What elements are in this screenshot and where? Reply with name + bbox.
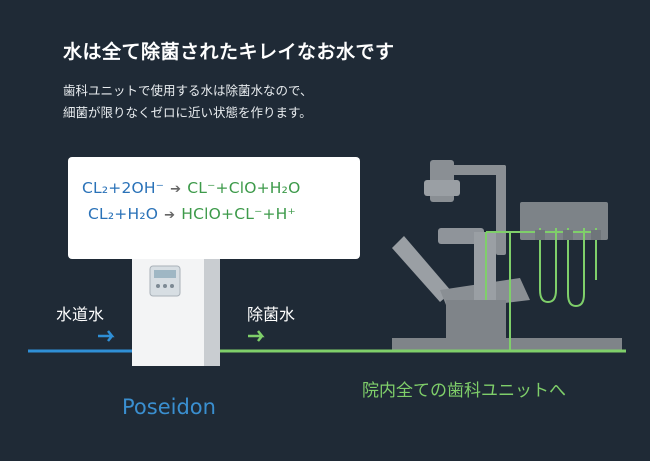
formula-2-arrow-icon: ➔	[164, 208, 176, 223]
formula-2-reactants: CL₂+H₂O	[88, 205, 159, 223]
treated-water-label: 除菌水	[247, 305, 296, 324]
poseidon-device	[132, 240, 220, 366]
treated-water-arrow-icon	[248, 330, 265, 342]
description-line-1: 歯科ユニットで使用する水は除菌水なので、	[63, 83, 313, 98]
description: 歯科ユニットで使用する水は除菌水なので、 細菌が限りなくゼロに近い状態を作ります…	[63, 80, 313, 124]
handpiece-holders	[535, 230, 601, 240]
formula-1-reactants: CL₂+2OH⁻	[82, 179, 165, 197]
chemical-formula-box: CL₂+2OH⁻ ➔ CL⁻+ClO+H₂O CL₂+H₂O ➔ HClO+CL⁻+H⁺	[68, 157, 360, 259]
formula-1-products: CL⁻+ClO+H₂O	[187, 179, 301, 197]
headline: 水は全て除菌されたキレイなお水です	[63, 41, 395, 63]
formula-1-arrow-icon: ➔	[170, 182, 182, 197]
tap-water-label: 水道水	[56, 305, 105, 324]
tap-water-arrow-icon	[98, 330, 115, 342]
formula-2: CL₂+H₂O ➔ HClO+CL⁻+H⁺	[88, 205, 296, 223]
instrument-tubes	[485, 228, 597, 350]
poseidon-logo: Poseidon	[122, 395, 216, 419]
formula-1: CL₂+2OH⁻ ➔ CL⁻+ClO+H₂O	[82, 179, 300, 197]
description-line-2: 細菌が限りなくゼロに近い状態を作ります。	[63, 105, 312, 120]
destination-caption: 院内全ての歯科ユニットへ	[362, 381, 566, 401]
formula-2-products: HClO+CL⁻+H⁺	[181, 205, 296, 223]
